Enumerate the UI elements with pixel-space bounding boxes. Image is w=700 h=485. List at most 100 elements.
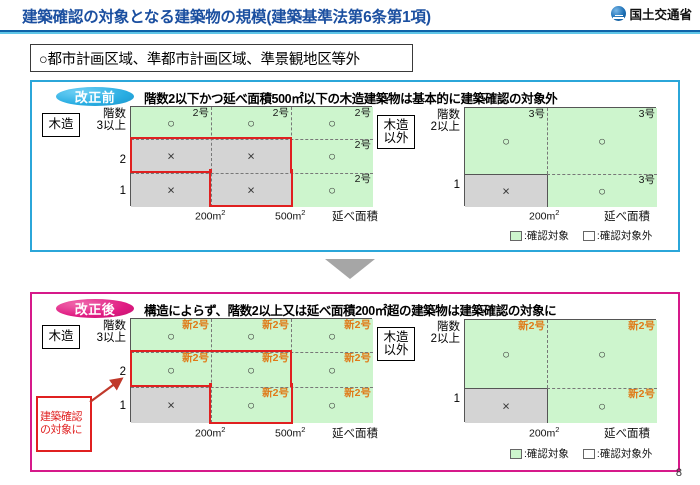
- cell-mark: ×: [167, 397, 175, 413]
- table-cell: ○ 3号: [547, 108, 657, 174]
- ministry-logo-label: 国土交通省: [629, 8, 692, 22]
- legend-item-target: :確認対象: [510, 446, 569, 461]
- cell-mark: ○: [167, 362, 175, 377]
- table-cell: ○ 新2号: [291, 319, 373, 352]
- cell-mark: ○: [167, 328, 175, 343]
- cell-mark: ○: [502, 346, 510, 362]
- after-left-grid: ○ 新2号 ○ 新2号 ○ 新2号 ○ 新2号 ○ 新2号: [130, 318, 373, 423]
- highlight-join-mask: [212, 169, 290, 173]
- legend-swatch-white-icon: [582, 448, 595, 459]
- cell-mark: ○: [167, 115, 175, 131]
- cell-mark: ○: [598, 133, 606, 149]
- cell-mark: ×: [502, 183, 510, 198]
- legend-swatch-white-icon: [582, 230, 595, 241]
- panel-before-revision: 改正前 階数2以下かつ延べ面積500㎡以下の木造建築物は基本的に建築確認の対象外…: [30, 80, 680, 252]
- cell-mark: ○: [598, 346, 606, 362]
- cell-mark: ○: [598, 183, 606, 198]
- axis-tick: 200m2: [195, 208, 226, 223]
- table-cell: ○ 新2号: [131, 352, 211, 387]
- legend-item-not-target: :確認対象外: [582, 228, 652, 243]
- axis-tick: 500m2: [275, 208, 306, 223]
- table-cell: ×: [131, 139, 211, 173]
- cell-tag: 新2号: [518, 320, 545, 332]
- table-cell: ○ 新2号: [131, 319, 211, 352]
- row-label: 1: [453, 179, 460, 191]
- cell-tag: 3号: [638, 108, 655, 120]
- cell-mark: ○: [328, 148, 336, 164]
- table-cell: ○ 新2号: [547, 320, 657, 388]
- axis-tick: 200m2: [195, 425, 226, 440]
- axis-name: 延べ面積: [332, 211, 378, 223]
- table-cell: ○ 2号: [291, 173, 373, 207]
- table-cell: ×: [465, 174, 547, 207]
- grid-divider: [291, 107, 292, 207]
- legend-swatch-green-icon: [510, 448, 522, 459]
- cell-tag: 新2号: [628, 388, 655, 400]
- row-label: 1: [453, 393, 460, 405]
- after-legend: :確認対象 :確認対象外: [510, 446, 652, 461]
- table-cell: ○ 2号: [131, 107, 211, 139]
- row-label: 1: [119, 400, 126, 412]
- panel-after-revision: 改正後 構造によらず、階数2以上又は延べ面積200㎡超の建築物は建築確認の対象に…: [30, 292, 680, 472]
- grid-divider: [547, 174, 548, 207]
- row-label: 階数 2以上: [430, 321, 460, 345]
- table-cell: ○ 新2号: [211, 319, 291, 352]
- axis-tick: 200m2: [529, 208, 560, 223]
- cell-mark: ○: [328, 115, 336, 131]
- table-cell: ○ 新2号: [547, 388, 657, 423]
- cell-tag: 3号: [638, 174, 655, 186]
- cell-mark: ○: [328, 362, 336, 377]
- cell-mark: ○: [328, 182, 336, 198]
- table-cell: ×: [211, 173, 291, 207]
- cell-tag: 新2号: [182, 319, 209, 331]
- grid-divider: [547, 388, 548, 423]
- grid-divider: [547, 388, 657, 389]
- cell-mark: ○: [598, 398, 606, 413]
- cell-mark: ○: [247, 362, 255, 377]
- cell-tag: 新2号: [628, 320, 655, 332]
- table-cell: ○ 3号: [465, 108, 547, 174]
- cell-mark: ○: [502, 133, 510, 149]
- callout-box-target: 建築確認の対象に: [36, 396, 92, 452]
- row-label: 1: [119, 185, 126, 197]
- table-cell: ○ 2号: [211, 107, 291, 139]
- headline-before: 階数2以下かつ延べ面積500㎡以下の木造建築物は基本的に建築確認の対象外: [144, 92, 558, 106]
- cell-tag: 新2号: [262, 319, 289, 331]
- cell-tag: 新2号: [262, 352, 289, 364]
- cell-mark: ○: [328, 397, 336, 413]
- grid-divider: [211, 319, 212, 423]
- legend-item-target: :確認対象: [510, 228, 569, 243]
- before-right-category: 木造 以外: [377, 115, 415, 149]
- cell-tag: 新2号: [344, 319, 371, 331]
- cell-mark: ○: [247, 115, 255, 131]
- grid-divider: [547, 174, 657, 175]
- axis-tick: 200m2: [529, 425, 560, 440]
- table-cell: ○ 新2号: [291, 387, 373, 423]
- highlight-join-mask: [212, 383, 290, 387]
- cell-tag: 2号: [272, 107, 289, 119]
- cell-mark: ○: [247, 397, 255, 413]
- after-right-category: 木造 以外: [377, 327, 415, 361]
- badge-after: 改正後: [56, 299, 134, 318]
- grid-divider: [131, 387, 373, 388]
- grid-divider: [131, 139, 373, 140]
- cell-tag: 新2号: [182, 352, 209, 364]
- grid-divider: [465, 174, 547, 175]
- badge-before: 改正前: [56, 87, 134, 106]
- row-label: 階数 3以上: [96, 320, 126, 344]
- table-cell: ×: [131, 173, 211, 207]
- transition-arrow-icon: [325, 259, 375, 279]
- row-label: 階数 2以上: [430, 109, 460, 133]
- cell-tag: 新2号: [344, 387, 371, 399]
- grid-divider: [465, 388, 547, 389]
- legend-swatch-green-icon: [510, 230, 522, 241]
- before-left-grid: ○ 2号 ○ 2号 ○ 2号 × × ○: [130, 106, 373, 207]
- table-cell: ×: [211, 139, 291, 173]
- grid-divider: [131, 173, 373, 174]
- header-divider: [0, 30, 700, 34]
- cell-tag: 新2号: [344, 352, 371, 364]
- cell-mark: ×: [247, 182, 255, 198]
- cell-tag: 2号: [354, 107, 371, 119]
- table-cell: ○ 2号: [291, 139, 373, 173]
